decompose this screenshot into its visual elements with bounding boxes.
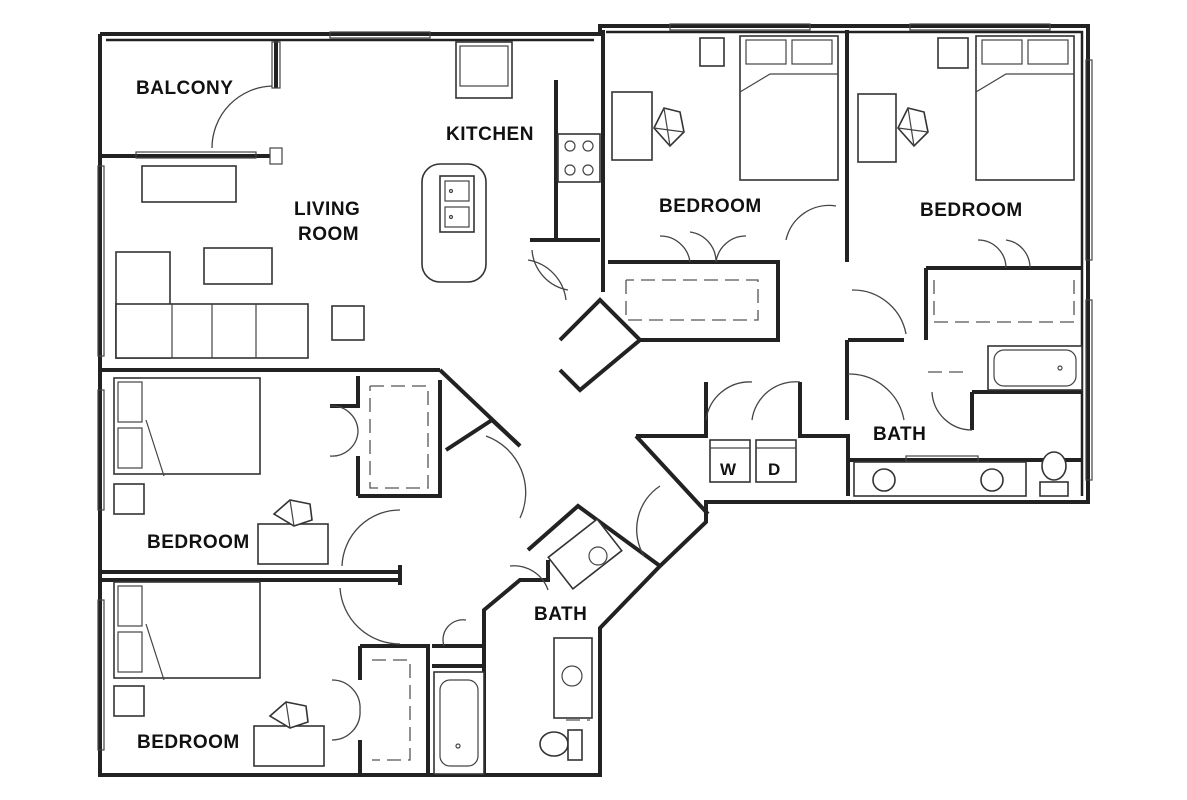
desk [253,725,325,767]
stove-icon [557,133,601,183]
doors [211,85,1031,741]
bed-icon [113,377,261,477]
toilet-icon [539,729,583,761]
bath-right-fixtures [853,345,1083,497]
desk [257,523,329,565]
bedroom-left-lower-furniture [113,581,325,767]
interior-walls [100,30,1082,775]
bed-icon [739,35,839,181]
windows [97,23,1093,751]
room-label-living-line1: LIVING [294,199,360,220]
room-label-kitchen: KITCHEN [446,124,534,145]
room-label-bedroom-top-center: BEDROOM [659,196,762,217]
bedroom-top-right-furniture [857,35,1075,181]
kitchen-fixtures [421,41,601,283]
dryer-label: D [768,460,780,479]
sink-icon [439,175,475,233]
room-label-balcony: BALCONY [136,78,233,99]
toilet-icon [1039,451,1069,497]
desk-chair-icon [272,499,313,527]
sink-icon [547,518,623,590]
desk [857,93,897,163]
closet-shelves [369,279,1075,761]
bedroom-left-upper-furniture [113,377,329,565]
laundry: W D [709,439,797,483]
coffee-table [203,247,273,285]
bedroom-top-center-furniture [611,35,839,181]
bath-center-fixtures [433,518,623,775]
desk-chair-icon [653,107,685,148]
desk [611,91,653,161]
tv-console [141,165,237,203]
room-label-bedroom-top-right: BEDROOM [920,200,1023,221]
bathtub-icon [433,671,485,775]
dryer: D [755,439,797,483]
bed-icon [975,35,1075,181]
washer: W [709,439,751,483]
sink-icon [872,468,1004,492]
sink-icon [553,637,593,719]
side-table [331,305,365,341]
room-labels: BALCONY KITCHEN LIVING ROOM BEDROOM BEDR… [136,78,1023,753]
room-label-bedroom-left-lower: BEDROOM [137,732,240,753]
room-label-bath-center: BATH [534,604,587,625]
room-label-bedroom-left-upper: BEDROOM [147,532,250,553]
room-label-living-line2: ROOM [298,224,359,245]
sofa-icon [115,251,309,359]
desk-chair-icon [897,107,929,148]
room-label-bath-right: BATH [873,424,926,445]
desk-chair-icon [268,701,309,729]
bed-icon [113,581,261,681]
bathtub-icon [987,345,1083,391]
refrigerator [455,41,513,99]
living-furniture [115,165,365,359]
washer-label: W [720,460,737,479]
